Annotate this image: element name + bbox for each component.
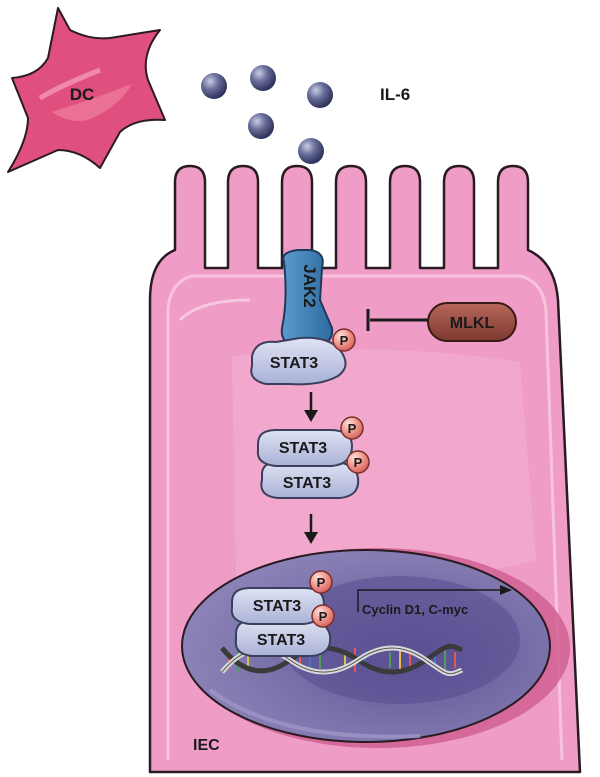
dc-label: DC xyxy=(70,85,95,104)
phospho-group xyxy=(346,450,370,474)
phospho-label: P xyxy=(319,609,328,624)
phospho-group xyxy=(332,328,356,352)
stat3-label: STAT3 xyxy=(270,355,318,372)
mlkl-protein xyxy=(427,302,517,342)
iec-label: IEC xyxy=(193,737,220,754)
phospho-group xyxy=(340,416,364,440)
il6-particle xyxy=(307,82,333,108)
jak2-label: JAK2 xyxy=(300,264,319,307)
target-genes-label: Cyclin D1, C-myc xyxy=(362,602,468,617)
phospho-label: P xyxy=(340,333,349,348)
stat3-label: STAT3 xyxy=(253,598,301,615)
phospho-label: P xyxy=(317,575,326,590)
il6-particle xyxy=(248,113,274,139)
il6-particle xyxy=(298,138,324,164)
stat3-label: STAT3 xyxy=(279,440,327,457)
mlkl-inhibition: MLKL xyxy=(366,302,517,342)
il6-particles xyxy=(201,65,333,164)
phospho-group xyxy=(309,570,333,594)
phospho-label: P xyxy=(354,455,363,470)
transcription-arrow xyxy=(357,585,512,612)
stat3-membrane: STAT3 P xyxy=(250,328,356,386)
stat3-label: STAT3 xyxy=(283,475,331,492)
stat3-nuclear-dimer: STAT3 STAT3 P P xyxy=(230,570,335,657)
stat3-label: STAT3 xyxy=(257,632,305,649)
il6-label: IL-6 xyxy=(380,85,410,104)
mlkl-label: MLKL xyxy=(450,315,495,332)
stat3-dimer: STAT3 STAT3 P P xyxy=(256,416,370,499)
arrow-translocation xyxy=(304,514,318,544)
phospho-group xyxy=(311,604,335,628)
il6-particle xyxy=(201,73,227,99)
phospho-label: P xyxy=(348,421,357,436)
jak2-protein: JAK2 xyxy=(280,249,334,345)
il6-particle xyxy=(250,65,276,91)
arrow-activation xyxy=(304,392,318,422)
dendritic-cell: DC xyxy=(7,7,166,173)
